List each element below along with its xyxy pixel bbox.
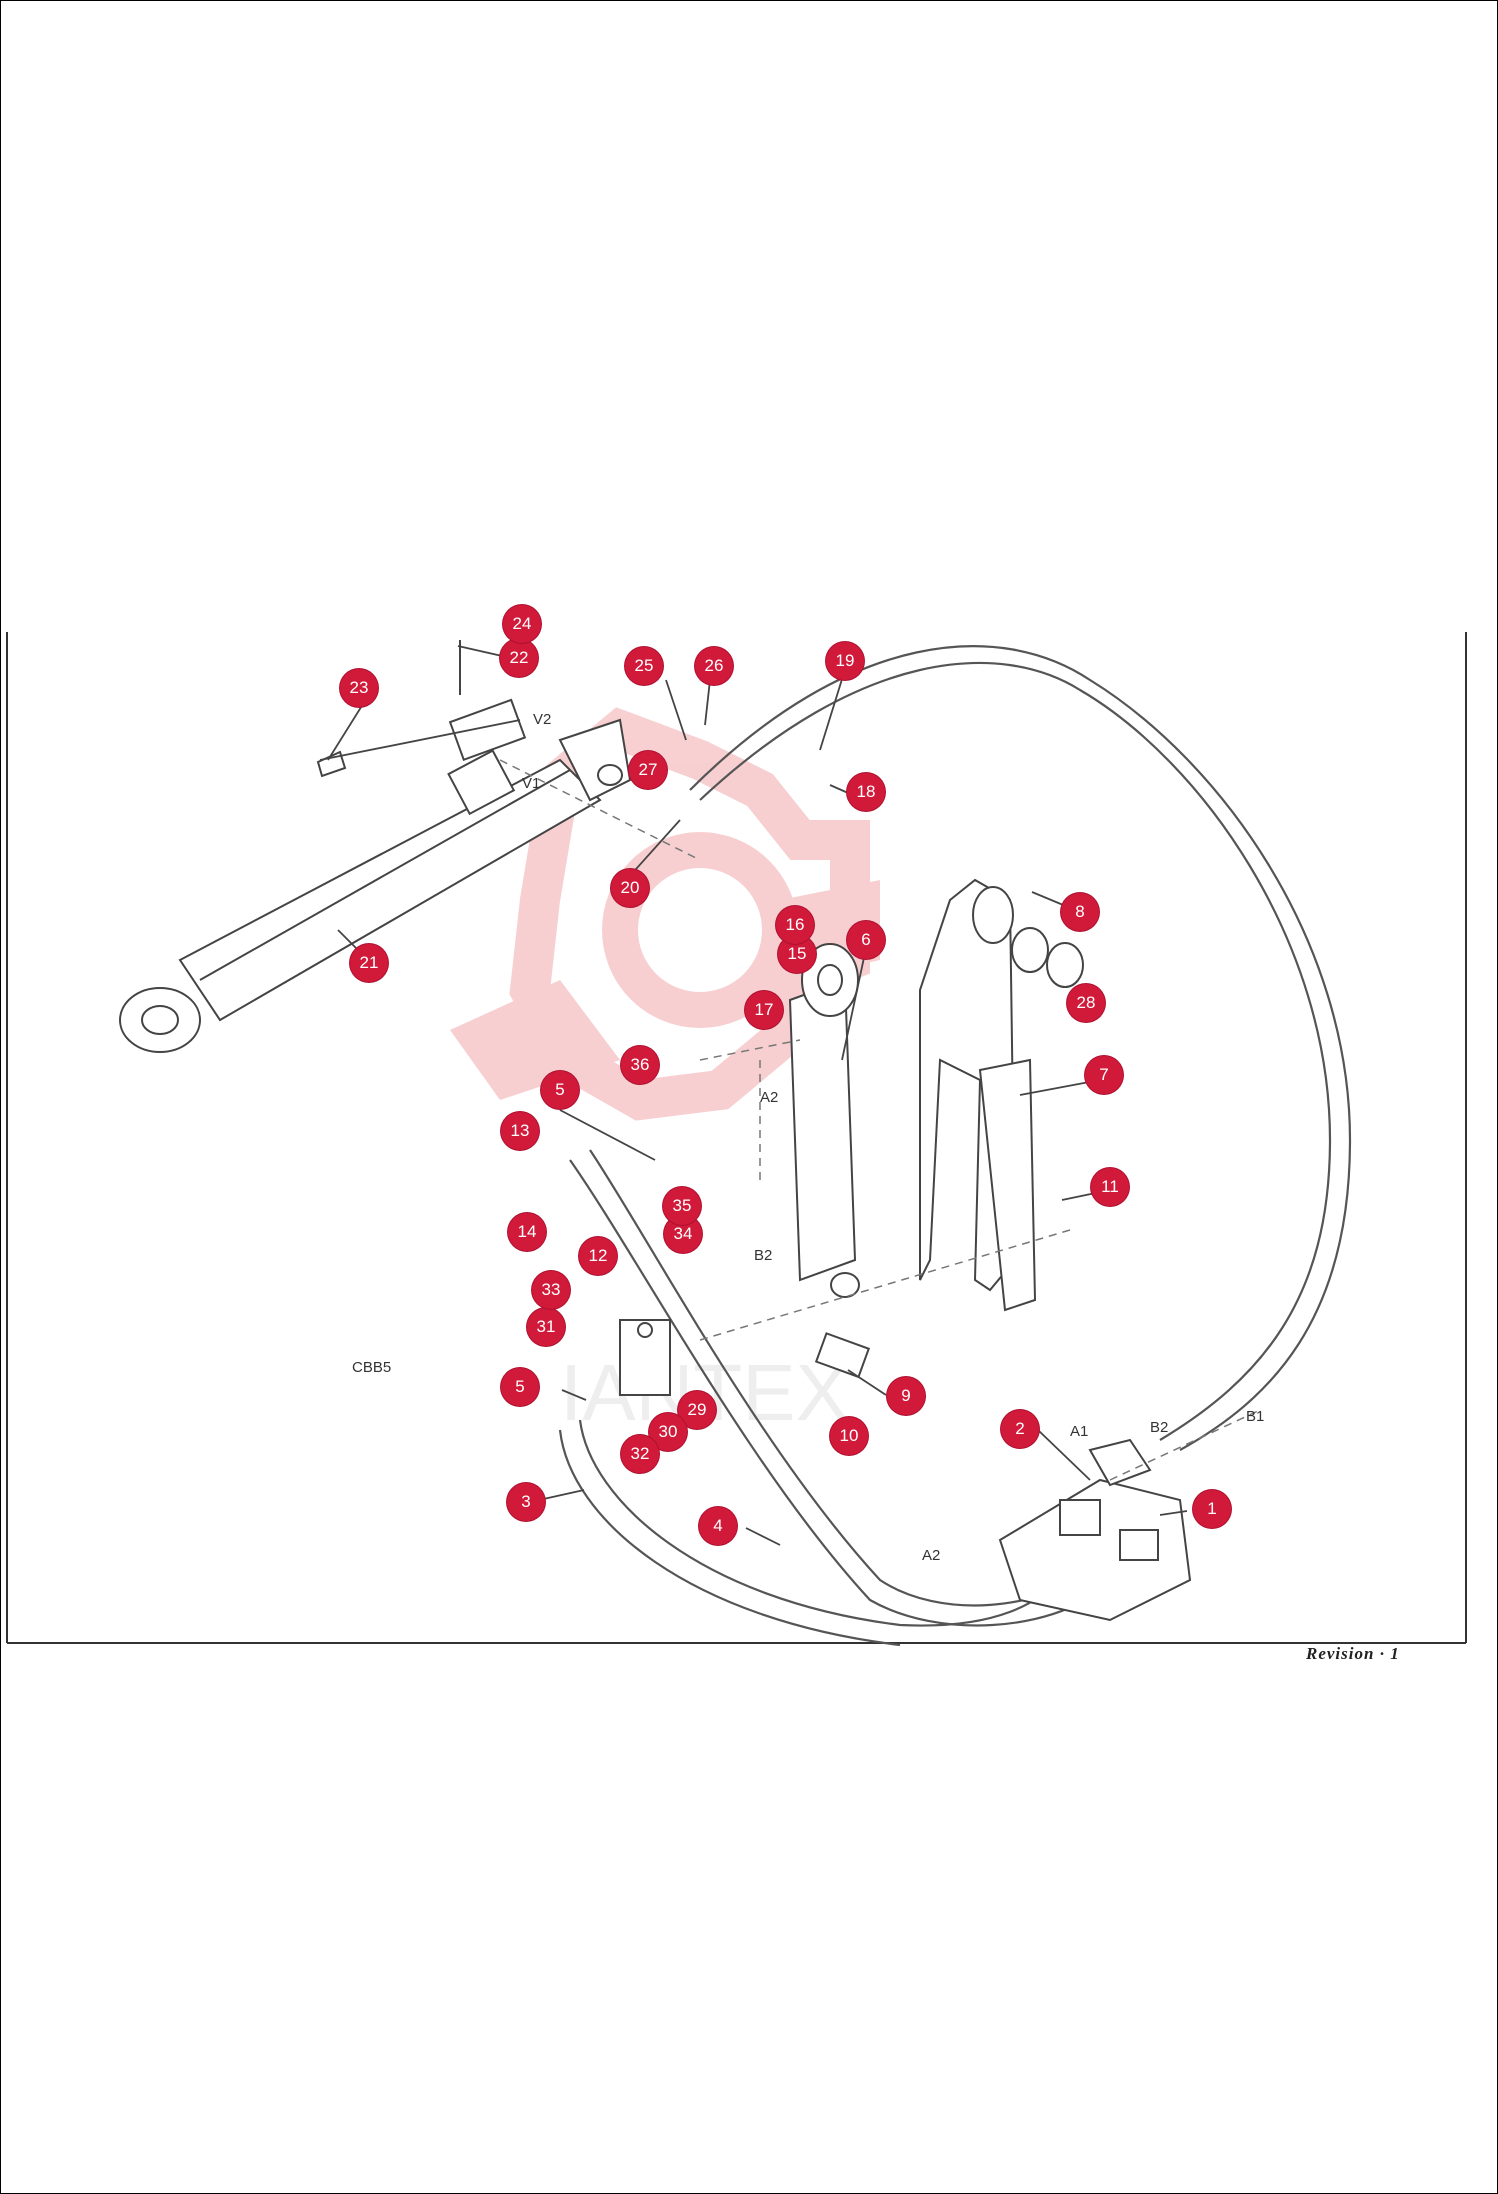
port-label-a1: A1	[1070, 1423, 1088, 1440]
callout-13[interactable]: 13	[501, 1112, 539, 1150]
callout-22[interactable]: 22	[500, 639, 538, 677]
callout-2[interactable]: 2	[1001, 1410, 1039, 1448]
port-label-a2-valve: A2	[922, 1547, 940, 1564]
callout-33[interactable]: 33	[532, 1271, 570, 1309]
callout-19[interactable]: 19	[826, 642, 864, 680]
assembly-axis	[499, 759, 1261, 1481]
callout-32[interactable]: 32	[621, 1435, 659, 1473]
port-label-b2-cylinder: B2	[754, 1247, 772, 1264]
plate	[814, 1332, 871, 1379]
small-code-label: CBB5	[352, 1359, 391, 1376]
boom-cylinder	[119, 718, 632, 1053]
callout-30[interactable]: 30	[649, 1413, 687, 1451]
callout-11[interactable]: 11	[1091, 1168, 1129, 1206]
callout-20[interactable]: 20	[611, 869, 649, 907]
callout-35[interactable]: 35	[663, 1187, 701, 1225]
callout-21[interactable]: 21	[350, 944, 388, 982]
callout-25[interactable]: 25	[625, 647, 663, 685]
callout-6[interactable]: 6	[847, 921, 885, 959]
callout-36[interactable]: 36	[621, 1046, 659, 1084]
callout-8[interactable]: 8	[1061, 893, 1099, 931]
bushings	[1011, 927, 1084, 988]
port-label-b1: B1	[1246, 1408, 1264, 1425]
callout-12[interactable]: 12	[579, 1237, 617, 1275]
callout-18[interactable]: 18	[847, 773, 885, 811]
callout-10[interactable]: 10	[830, 1417, 868, 1455]
callout-4[interactable]: 4	[699, 1507, 737, 1545]
callout-16[interactable]: 16	[776, 906, 814, 944]
callout-3[interactable]: 3	[507, 1483, 545, 1521]
callout-7[interactable]: 7	[1085, 1056, 1123, 1094]
arm-bracket	[919, 878, 1037, 1312]
hose-loop	[558, 645, 1352, 1647]
callout-28[interactable]: 28	[1067, 984, 1105, 1022]
callout-5-lower[interactable]: 5	[501, 1368, 539, 1406]
port-label-a2-cylinder: A2	[760, 1089, 778, 1106]
callout-17[interactable]: 17	[745, 991, 783, 1029]
arm-cylinder	[788, 943, 860, 1298]
lock-valve-block	[316, 640, 527, 778]
port-label-v1: V1	[522, 775, 540, 792]
callout-27[interactable]: 27	[629, 751, 667, 789]
callout-1[interactable]: 1	[1193, 1490, 1231, 1528]
callout-24[interactable]: 24	[503, 605, 541, 643]
callout-9[interactable]: 9	[887, 1377, 925, 1415]
callout-26[interactable]: 26	[695, 647, 733, 685]
control-valve	[998, 1438, 1192, 1622]
revision-label: Revision · 1	[1306, 1644, 1400, 1663]
callout-23[interactable]: 23	[340, 669, 378, 707]
callout-5-upper[interactable]: 5	[541, 1071, 579, 1109]
port-label-v2: V2	[533, 711, 551, 728]
callout-14[interactable]: 14	[508, 1213, 546, 1251]
callout-31[interactable]: 31	[527, 1308, 565, 1346]
check-valve	[619, 1319, 671, 1396]
port-label-b2-valve: B2	[1150, 1419, 1168, 1436]
